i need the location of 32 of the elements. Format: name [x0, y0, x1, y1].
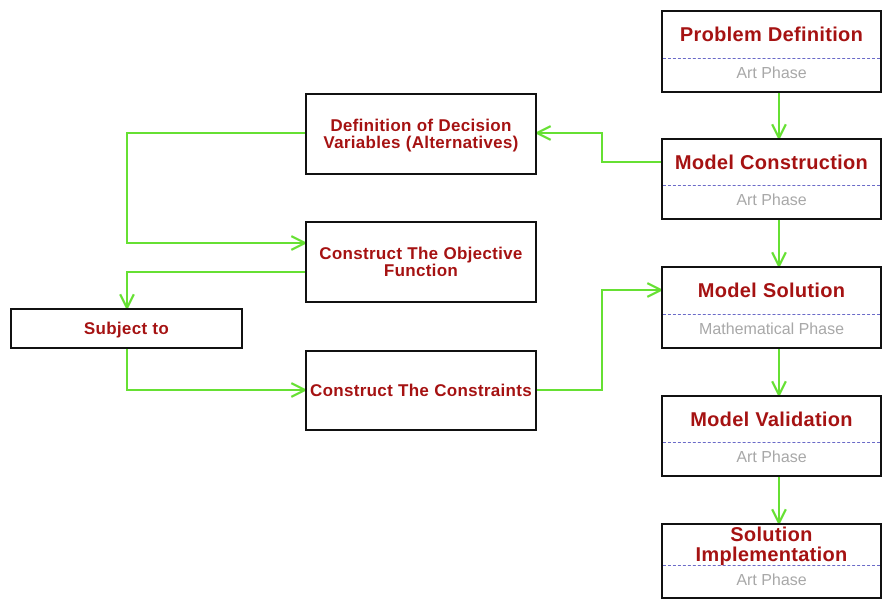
step-title: Definition of Decision Variables (Alternatives): [322, 117, 520, 151]
process-box: [305, 93, 537, 175]
process-box: [661, 10, 882, 93]
process-box: [661, 138, 882, 220]
step-title: Solution Implementation: [694, 524, 848, 564]
process-box: [10, 308, 243, 349]
step-title: Model Solution: [696, 279, 846, 304]
arrow: [119, 271, 305, 310]
step-title: Construct The Objective Function: [318, 245, 524, 279]
process-box: [661, 523, 882, 599]
step-title: Problem Definition: [678, 23, 864, 48]
phase-label: Mathematical Phase: [663, 314, 880, 347]
phase-label: Art Phase: [663, 442, 880, 475]
arrow: [536, 125, 661, 163]
process-box: [661, 395, 882, 477]
step-title: Model Validation: [689, 408, 854, 432]
phase-label: Art Phase: [663, 564, 880, 598]
process-box: [305, 350, 537, 431]
arrow: [771, 93, 787, 140]
phase-label: Art Phase: [663, 58, 880, 91]
phase-label: Art Phase: [663, 185, 880, 218]
step-title: Subject to: [84, 320, 170, 337]
arrow: [126, 349, 306, 398]
arrow: [771, 220, 787, 268]
step-title: Model Construction: [674, 150, 870, 176]
process-box: [661, 266, 882, 349]
arrow: [537, 282, 662, 391]
arrow: [126, 132, 306, 251]
process-box: [305, 221, 537, 303]
arrow: [771, 349, 787, 396]
step-title: Construct The Constraints: [310, 382, 532, 399]
arrow: [771, 477, 787, 524]
